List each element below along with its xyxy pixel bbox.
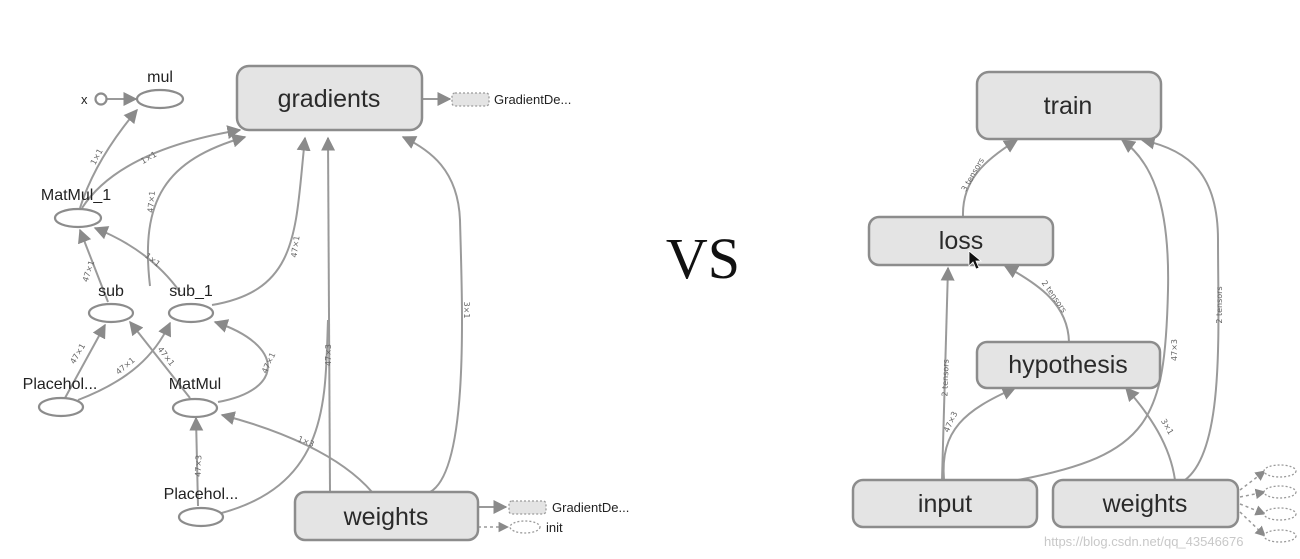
left-graph-edges (64, 92, 510, 533)
edge-label: 1×1 (143, 251, 162, 268)
edge-weights-out-2 (1239, 488, 1267, 500)
init-node[interactable] (509, 520, 541, 534)
hypothesis-node[interactable] (975, 340, 1162, 390)
edge-label: 2 tensors (940, 359, 950, 397)
edge-ph2-gradients (217, 319, 329, 515)
edge-label: 3 tensors (960, 156, 986, 193)
gradients-node[interactable] (235, 64, 424, 132)
gradient-descent-node-1[interactable] (451, 92, 490, 107)
edge-sub1-gradients-a (146, 133, 247, 287)
edge-matmul1-gradients (81, 125, 242, 209)
edge-weights-train (1140, 135, 1220, 481)
sub-1-node-label: sub_1 (169, 283, 213, 300)
edge-label: 2 tensors (1215, 286, 1224, 323)
edge-ph-sub (64, 323, 106, 399)
edge-label: 1×3 (296, 434, 315, 449)
edge-weights-hyp (1125, 386, 1176, 481)
matmul-1-node-label: MatMul_1 (41, 187, 111, 204)
gradient-descent-label-1: GradientDe... (494, 92, 571, 107)
matmul-node-label: MatMul (169, 376, 221, 393)
edge-matmul-sub1 (213, 319, 269, 403)
edge-label: 47×1 (81, 259, 96, 283)
placeholder-node-1-label: Placehol... (23, 376, 98, 393)
sub-node[interactable] (87, 302, 135, 324)
edge-matmul-sub (129, 320, 191, 399)
gradient-descent-node-2[interactable] (508, 500, 547, 515)
gradients-node-label: gradients (278, 85, 381, 113)
edge-sub1-gradients-b (211, 136, 311, 306)
matmul-1-node[interactable] (53, 207, 103, 229)
collapsed-output-node[interactable] (1263, 507, 1297, 521)
collapsed-output-node[interactable] (1263, 529, 1297, 543)
collapsed-output-node[interactable] (1263, 464, 1297, 478)
edge-input-train (1017, 139, 1170, 481)
edge-weights-gradients-b (401, 136, 463, 493)
edge-label: 47×3 (194, 455, 204, 477)
edge-weights-out-1 (1239, 470, 1266, 491)
edge-weights-out-4 (1239, 511, 1266, 537)
left-graph-nodes: gradients GradientDe... x mul MatMul_1 s… (23, 64, 629, 542)
loss-node[interactable] (867, 215, 1055, 267)
weights-node-right-label: weights (1102, 490, 1188, 518)
train-node-label: train (1044, 92, 1093, 120)
edge-ph2-matmul (189, 416, 204, 507)
edge-sub-matmul1 (78, 228, 109, 303)
input-node[interactable] (851, 478, 1039, 529)
edge-label: 47×1 (114, 356, 137, 377)
edge-input-hyp (942, 386, 1017, 481)
init-node-label: init (546, 520, 563, 535)
edge-hyp-loss (1003, 265, 1070, 343)
edge-label: 47×1 (146, 190, 157, 213)
mul-node-label: mul (147, 69, 173, 86)
edge-label: 3×1 (1159, 417, 1175, 436)
edge-input-loss (940, 266, 955, 481)
edge-loss-train (961, 139, 1019, 217)
weights-node-right[interactable] (1051, 478, 1240, 529)
placeholder-node-1[interactable] (37, 396, 85, 418)
edge-label: 3×1 (462, 302, 471, 319)
placeholder-node-2-label: Placehol... (164, 486, 239, 503)
mul-node[interactable] (135, 88, 185, 110)
x-node-label: x (81, 92, 88, 107)
edge-label: 47×1 (260, 351, 277, 375)
edge-label: 47×3 (324, 344, 333, 366)
matmul-node[interactable] (171, 397, 219, 419)
placeholder-node-2[interactable] (177, 506, 225, 528)
edge-label: 47×1 (156, 345, 177, 368)
edge-weights-out-3 (1239, 503, 1266, 516)
edge-weights-matmul (220, 411, 373, 493)
loss-node-label: loss (939, 227, 983, 255)
edge-weights-gradients (321, 136, 336, 493)
right-graph-nodes: train loss hypothesis input weights (851, 70, 1297, 543)
edge-label: 2 tensors (1040, 279, 1069, 315)
vs-separator: VS (666, 226, 740, 291)
collapsed-output-node[interactable] (1263, 485, 1297, 499)
right-graph-edges (940, 135, 1267, 537)
gradient-descent-label-2: GradientDe... (552, 500, 629, 515)
sub-1-node[interactable] (167, 302, 215, 324)
edge-label: 47×1 (290, 235, 302, 258)
edge-label: 47×3 (1170, 339, 1179, 361)
mouse-cursor-icon (968, 250, 983, 270)
right-edge-labels: 3 tensors 2 tensors 2 tensors 47×3 47×3 … (940, 156, 1224, 436)
input-node-label: input (918, 490, 972, 518)
sub-node-label: sub (98, 283, 124, 300)
edge-ph-sub1 (77, 321, 171, 401)
weights-node-left-label: weights (343, 503, 429, 531)
edge-matmul1-mul (79, 108, 138, 209)
watermark: https://blog.csdn.net/qq_43546676 (1044, 534, 1244, 549)
hypothesis-node-label: hypothesis (1008, 351, 1128, 379)
train-node[interactable] (975, 70, 1163, 141)
weights-node-left[interactable] (293, 490, 480, 542)
x-node[interactable] (94, 92, 108, 106)
edge-sub1-matmul1 (93, 226, 181, 293)
